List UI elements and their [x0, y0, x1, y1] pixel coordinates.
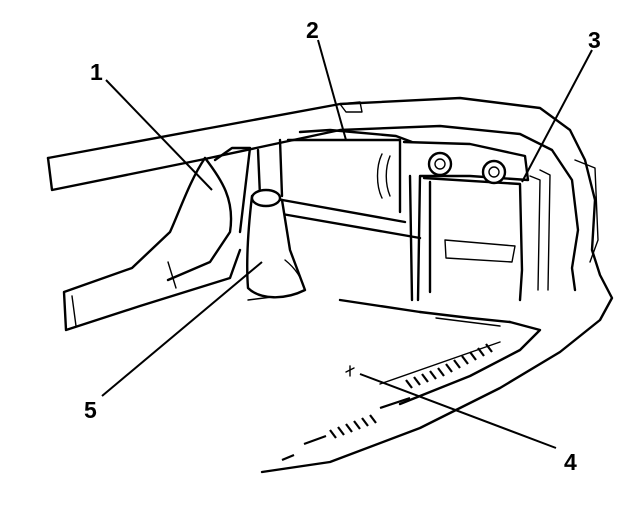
leader-1 — [105, 79, 213, 191]
compartment-knob-left — [427, 151, 453, 177]
callout-5: 5 — [84, 397, 97, 423]
callout-4: 4 — [564, 449, 577, 475]
leader-3 — [521, 49, 593, 183]
jack-container — [246, 188, 307, 299]
left-quarter-panel — [62, 146, 252, 332]
callout-3: 3 — [588, 27, 601, 53]
callout-2: 2 — [306, 17, 319, 43]
leader-lines — [101, 39, 593, 449]
compartment-knob-right — [481, 159, 507, 185]
callout-1: 1 — [90, 59, 103, 85]
leader-5 — [101, 261, 263, 397]
trunk-opening-outline — [46, 96, 614, 474]
sill-plate — [281, 320, 542, 462]
leader-2 — [317, 39, 347, 141]
leader-4 — [359, 373, 557, 449]
rear-compartment-panel — [402, 140, 551, 302]
floor-mark — [345, 365, 355, 377]
